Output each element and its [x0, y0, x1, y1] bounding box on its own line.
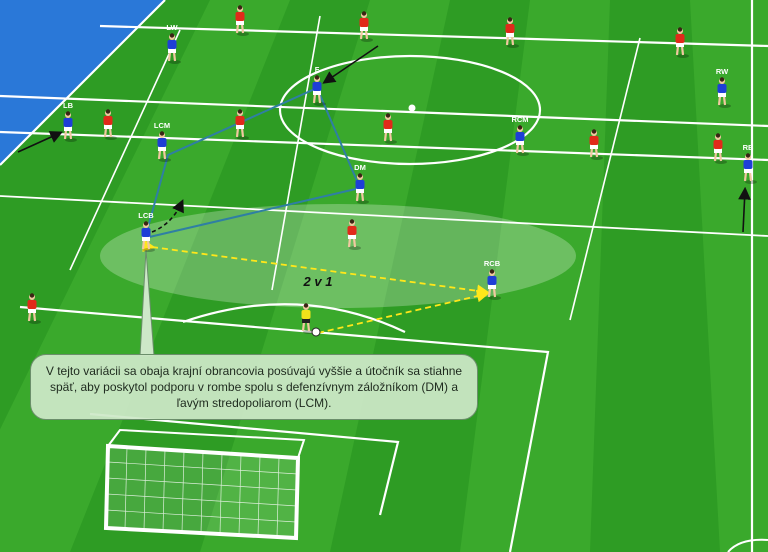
- player-red-icon: [505, 17, 519, 48]
- player-blue-icon: [743, 153, 757, 184]
- player-blue-icon: [355, 173, 369, 204]
- run-arrow-f: [322, 45, 379, 84]
- red-team: [27, 5, 727, 324]
- player-blue-icon: [63, 111, 77, 142]
- player-red-icon: [675, 27, 689, 58]
- player-blue-icon: [312, 75, 326, 106]
- player-red-icon: [235, 5, 249, 36]
- player-label: DM: [354, 163, 366, 172]
- centre-spot: [408, 104, 416, 112]
- player-label: RW: [716, 67, 729, 76]
- player-blue-icon: [487, 269, 501, 300]
- player-label: LW: [166, 23, 178, 32]
- player-red-icon: [103, 109, 117, 140]
- player-blue-icon: [157, 131, 171, 162]
- run-arrow-lb: [17, 131, 63, 153]
- player-red-icon: [347, 219, 361, 250]
- player-blue-icon: [717, 77, 731, 108]
- player-red-icon: [713, 133, 727, 164]
- run-arrow-lcb: [151, 199, 184, 233]
- player-label: LCB: [138, 211, 154, 220]
- player-label: RCB: [484, 259, 501, 268]
- player-red-icon: [27, 293, 41, 324]
- run-arrow-rb: [738, 186, 751, 233]
- corner-arc: [727, 538, 768, 552]
- goal-net-icon: [103, 428, 306, 541]
- player-label: F: [315, 65, 320, 74]
- player-label: RCM: [511, 115, 528, 124]
- ball-icon: [311, 327, 321, 337]
- overload-label: 2 v 1: [303, 274, 333, 289]
- blue-team: LW F RW LB LCM RCM RB DM LCB RCB: [63, 23, 757, 300]
- dashed-passes: [142, 239, 490, 334]
- explanation-callout: V tejto variácii sa obaja krajní obranco…: [30, 354, 478, 420]
- callout-text: V tejto variácii sa obaja krajní obranco…: [45, 364, 463, 410]
- player-blue-icon: [167, 33, 181, 64]
- player-red-icon: [359, 11, 373, 42]
- player-blue-icon: [515, 125, 529, 156]
- player-label: LB: [63, 101, 74, 110]
- player-label: LCM: [154, 121, 170, 130]
- player-red-icon: [383, 113, 397, 144]
- player-red-icon: [589, 129, 603, 160]
- player-blue-icon: [141, 221, 155, 252]
- player-label: RB: [743, 143, 754, 152]
- player-red-icon: [235, 109, 249, 140]
